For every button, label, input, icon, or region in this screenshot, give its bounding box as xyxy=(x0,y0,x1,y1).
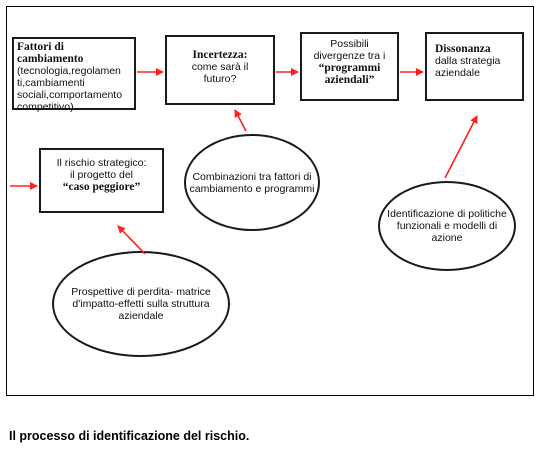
box-possibili-divergenze: Possibili divergenze tra i “programmi az… xyxy=(300,32,399,101)
box-dissonanza-line-2: aziendale xyxy=(435,67,480,79)
ellipse-prospettive-line-2: matrice d'impatto-effetti xyxy=(72,286,211,310)
box-fattori-line-1: (tecnologia,regolamen xyxy=(17,65,121,77)
box-dissonanza-title: Dissonanza xyxy=(435,43,491,55)
box-fattori-line-4: competitivo) xyxy=(17,101,74,113)
box-incertezza-line-1: come sarà il xyxy=(191,61,249,73)
box-divergenze-bold-2: aziendali” xyxy=(324,74,375,86)
box-incertezza-title: Incertezza: xyxy=(192,49,248,61)
box-fattori-line-2: ti,cambiamenti xyxy=(17,77,85,89)
ellipse-combinazioni-line-2: di cambiamento e xyxy=(189,170,312,195)
ellipse-combinazioni-line-1: Combinazioni tra fattori xyxy=(192,170,301,183)
box-dissonanza-line-1: dalla strategia xyxy=(435,55,501,67)
box-divergenze-line-1: Possibili xyxy=(330,38,369,50)
box-incertezza: Incertezza: come sarà il futuro? xyxy=(165,35,275,105)
box-fattori-title: Fattori di cambiamento xyxy=(17,41,84,65)
box-dissonanza: Dissonanza dalla strategia aziendale xyxy=(425,32,524,101)
arrow-combinazioni-to-incertezza xyxy=(234,109,247,132)
ellipse-identificazione-line-1: Identificazione di xyxy=(387,208,466,220)
ellipse-identificazione-line-3: e modelli di azione xyxy=(431,220,498,244)
box-rischio-bold-1: “caso peggiore” xyxy=(62,181,141,193)
figure-caption: Il processo di identificazione del risch… xyxy=(9,429,250,443)
arrow-identificazione-to-dissonanza xyxy=(444,115,478,179)
box-incertezza-line-2: futuro? xyxy=(203,73,237,85)
ellipse-identificazione: Identificazione di politiche funzionali … xyxy=(378,181,516,271)
box-rischio-line-2: il progetto del xyxy=(69,169,134,181)
ellipse-identificazione-line-2: politiche funzionali xyxy=(396,208,507,232)
ellipse-prospettive-line-1: Prospettive di perdita- xyxy=(71,286,174,298)
ellipse-combinazioni-line-3: programmi xyxy=(264,182,315,195)
box-fattori-line-3: sociali,comportamento xyxy=(17,89,123,101)
box-rischio-strategico: Il rischio strategico: il progetto del “… xyxy=(39,148,164,213)
box-divergenze-bold-1: “programmi xyxy=(318,62,381,74)
arrow-prospettive-to-rischio xyxy=(117,225,146,255)
box-divergenze-line-2: divergenze tra i xyxy=(313,50,386,62)
ellipse-combinazioni: Combinazioni tra fattori di cambiamento … xyxy=(184,134,320,231)
ellipse-prospettive-line-3: sulla struttura aziendale xyxy=(118,298,210,322)
ellipse-prospettive: Prospettive di perdita- matrice d'impatt… xyxy=(52,251,230,357)
box-fattori-di-cambiamento: Fattori di cambiamento (tecnologia,regol… xyxy=(12,37,136,113)
box-rischio-line-1: Il rischio strategico: xyxy=(56,157,147,169)
